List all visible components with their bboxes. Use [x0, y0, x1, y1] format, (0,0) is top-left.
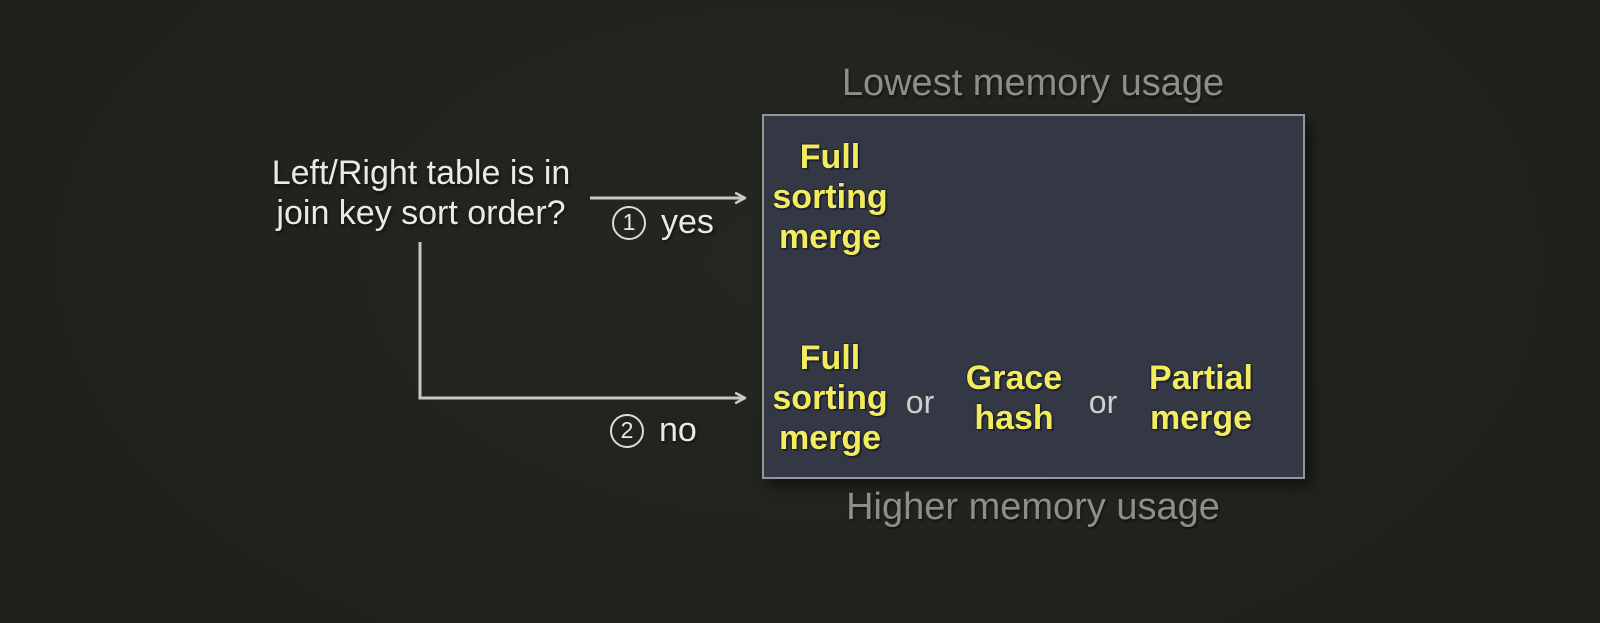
branch-yes-text: yes [661, 203, 714, 241]
option-full-sorting-merge-unsorted: Full sorting merge [772, 339, 888, 457]
branch-label-no: 2 no [610, 411, 697, 450]
circled-number-2-icon: 2 [610, 413, 644, 448]
option-full-sorting-merge-sorted: Full sorting merge [772, 138, 888, 256]
join-strategies-box: Full sorting merge Full sorting merge or… [762, 114, 1305, 479]
option-grace-hash: Grace hash [965, 359, 1063, 437]
or-conjunction: or [1088, 384, 1118, 420]
caption-higher-memory: Higher memory usage [846, 486, 1220, 528]
branch-label-yes: 1 yes [612, 203, 714, 242]
branch-no-text: no [659, 411, 697, 449]
option-partial-merge: Partial merge [1149, 359, 1253, 437]
circled-number-1-icon: 1 [612, 205, 646, 240]
no-arrow [418, 242, 747, 404]
or-conjunction: or [905, 384, 935, 420]
caption-lowest-memory: Lowest memory usage [841, 62, 1225, 104]
question-text: Left/Right table is in join key sort ord… [271, 154, 571, 232]
